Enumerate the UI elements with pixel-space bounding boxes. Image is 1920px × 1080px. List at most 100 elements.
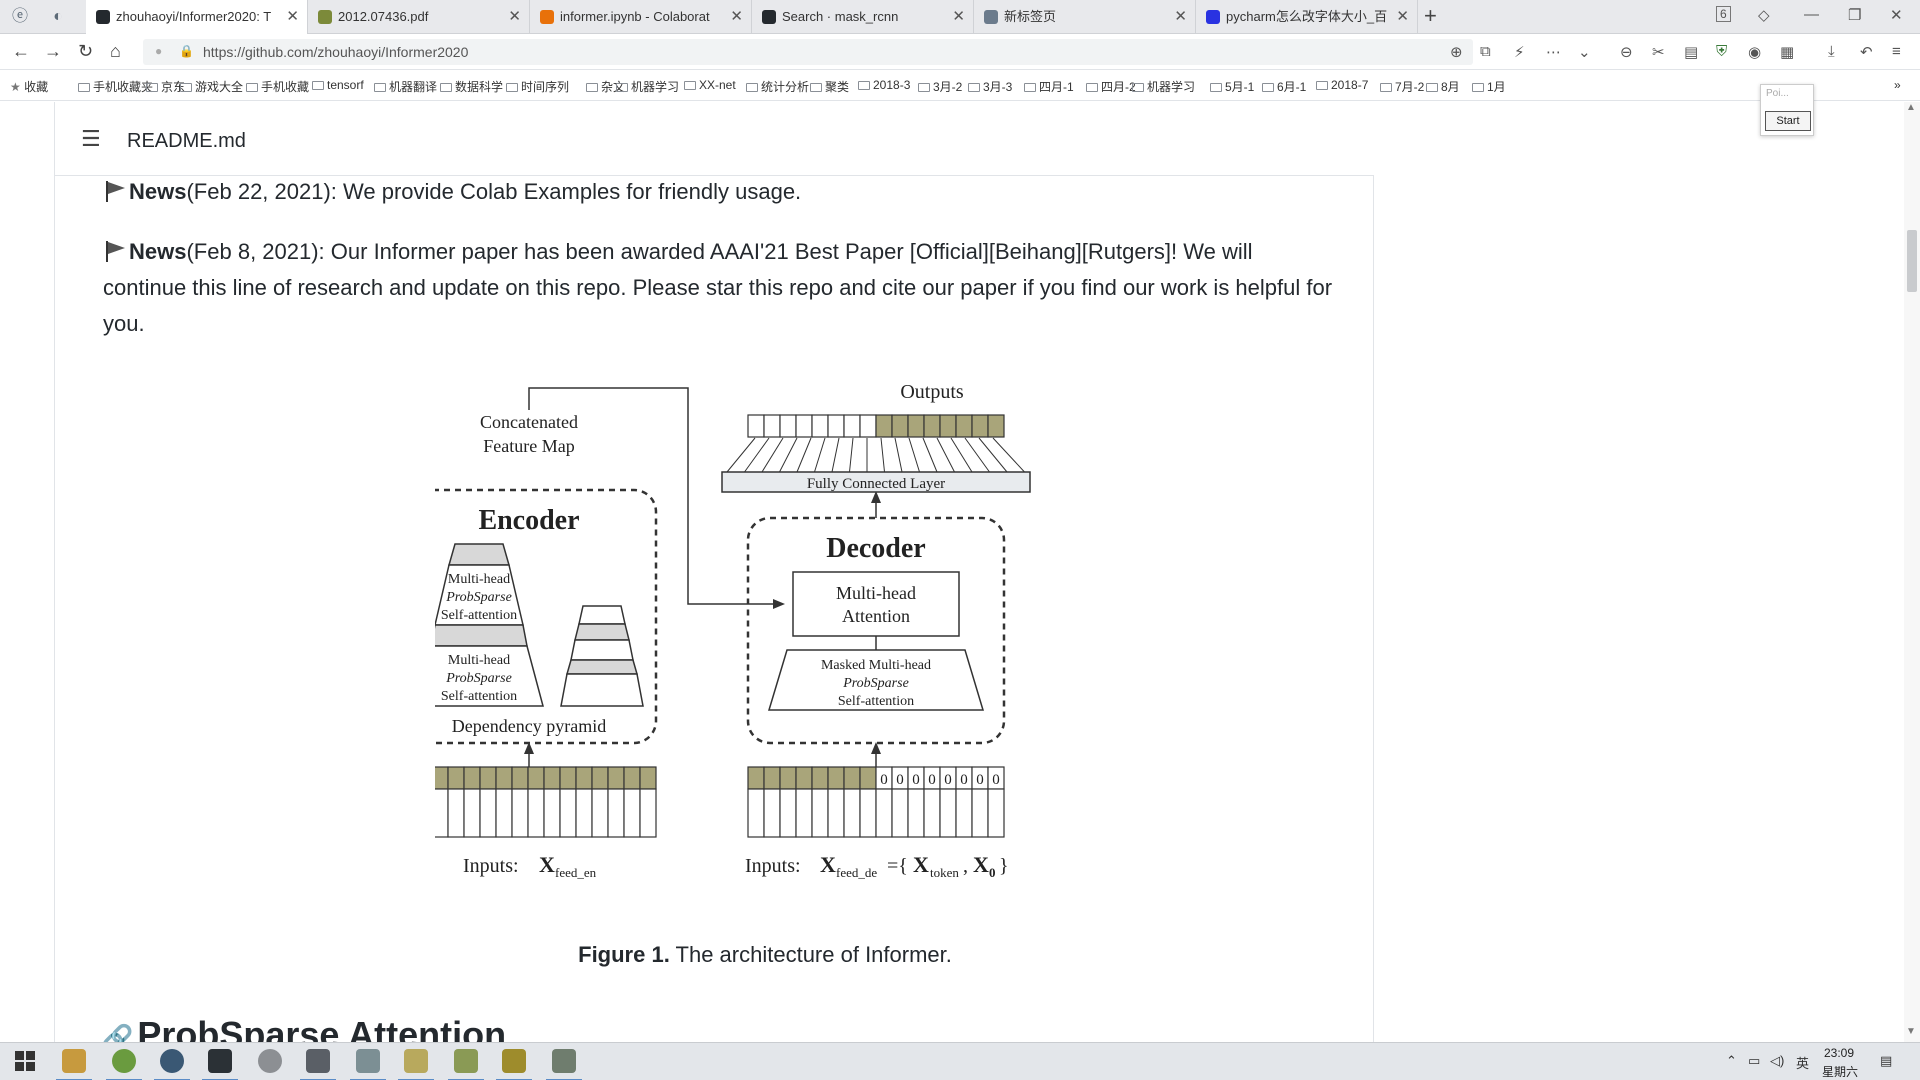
tab-close-icon[interactable]: ✕: [1396, 8, 1409, 25]
tab[interactable]: Search · mask_rcnn✕: [752, 0, 974, 34]
gamepad-icon[interactable]: ◉: [1748, 44, 1762, 61]
clock-day[interactable]: 星期六: [1822, 1065, 1859, 1079]
output-cell-empty: [827, 414, 845, 438]
scissors-icon[interactable]: ✂: [1652, 44, 1665, 61]
network-icon[interactable]: ▭: [1748, 1053, 1761, 1068]
new-tab-button[interactable]: +: [1424, 3, 1437, 28]
notification-icon[interactable]: ▤: [1880, 1053, 1893, 1068]
tab-close-icon[interactable]: ✕: [952, 8, 965, 25]
reader-icon[interactable]: ▤: [1684, 44, 1699, 61]
bookmark-item[interactable]: tensorf: [312, 78, 364, 92]
tab[interactable]: 新标签页✕: [974, 0, 1196, 34]
bookmark-label: 2018-7: [1331, 78, 1369, 92]
bookmark-item[interactable]: 四月-2: [1086, 78, 1136, 95]
bookmark-item[interactable]: ★ 收藏: [10, 78, 48, 95]
page-scrollbar[interactable]: [1904, 102, 1920, 1042]
forward-button[interactable]: →: [44, 41, 62, 61]
tab[interactable]: informer.ipynb - Colaborat✕: [530, 0, 752, 34]
360-browser-icon[interactable]: [106, 1049, 142, 1080]
restore-button[interactable]: ❐: [1848, 7, 1862, 24]
undo-icon[interactable]: ↶: [1860, 44, 1873, 61]
reload-button[interactable]: ↻: [78, 41, 94, 61]
notepad-icon[interactable]: [448, 1049, 484, 1080]
bookmark-item[interactable]: 京东: [146, 78, 185, 95]
folder-icon: [918, 83, 930, 92]
ime-indicator[interactable]: 英: [1796, 1056, 1810, 1071]
adblock-icon[interactable]: ⊖: [1620, 44, 1633, 61]
tab-close-icon[interactable]: ✕: [730, 8, 743, 25]
clock-time[interactable]: 23:09: [1824, 1046, 1855, 1060]
bookmark-item[interactable]: XX-net: [684, 78, 736, 92]
skin-icon[interactable]: ◇: [1758, 7, 1770, 24]
shield-icon[interactable]: ⛨: [1716, 43, 1728, 60]
scroll-up-icon[interactable]: ▲: [1906, 102, 1916, 113]
tab[interactable]: pycharm怎么改字体大小_百✕: [1196, 0, 1418, 34]
zero-placeholder: 0: [928, 772, 936, 788]
bookmark-item[interactable]: 6月-1: [1262, 78, 1306, 95]
sidebar-toggle-icon[interactable]: ◐: [53, 8, 63, 25]
bookmark-item[interactable]: 7月-2: [1380, 78, 1424, 95]
tab-close-icon[interactable]: ✕: [508, 8, 521, 25]
back-button[interactable]: ←: [12, 41, 30, 61]
volume-icon[interactable]: ◁): [1770, 1053, 1785, 1068]
start-button[interactable]: Start: [1765, 111, 1811, 131]
tab-close-icon[interactable]: ✕: [1174, 8, 1187, 25]
site-info-icon[interactable]: ●: [155, 44, 163, 58]
bookmarks-overflow-icon[interactable]: »: [1894, 78, 1901, 92]
chevron-down-icon[interactable]: ⌄: [1578, 44, 1591, 61]
tab-counter[interactable]: 6: [1716, 6, 1731, 22]
word-icon[interactable]: [496, 1049, 532, 1080]
bookmark-item[interactable]: 聚类: [810, 78, 849, 95]
tab[interactable]: 2012.07436.pdf✕: [308, 0, 530, 34]
scroll-down-icon[interactable]: ▼: [1906, 1026, 1916, 1037]
menu-icon[interactable]: ≡: [1892, 43, 1901, 60]
snipping-tool-icon[interactable]: [546, 1049, 582, 1080]
address-bar[interactable]: ● 🔒 https://github.com/zhouhaoyi/Informe…: [143, 39, 1473, 65]
edge-icon[interactable]: [154, 1049, 190, 1080]
bookmark-item[interactable]: 统计分析: [746, 78, 809, 95]
close-window-button[interactable]: ✕: [1890, 7, 1903, 24]
pycharm-icon[interactable]: [300, 1049, 336, 1080]
list-icon[interactable]: ☰: [81, 126, 101, 151]
download-icon[interactable]: ⤓: [1828, 43, 1835, 60]
bookmark-item[interactable]: 机器翻译: [374, 78, 437, 95]
bookmark-item[interactable]: 游戏大全: [180, 78, 243, 95]
tray-expand-icon[interactable]: ⌃: [1726, 1053, 1737, 1068]
bookmark-item[interactable]: 数据科学: [440, 78, 503, 95]
bookmark-item[interactable]: 8月: [1426, 78, 1460, 95]
bookmark-item[interactable]: 5月-1: [1210, 78, 1254, 95]
browser-logo-icon[interactable]: ⓔ: [11, 8, 28, 25]
bookmark-item[interactable]: 手机收藏夹: [78, 78, 153, 95]
bookmark-item[interactable]: 3月-3: [968, 78, 1012, 95]
bookmark-item[interactable]: 1月: [1472, 78, 1506, 95]
bookmark-item[interactable]: 机器学习: [616, 78, 679, 95]
url-text[interactable]: https://github.com/zhouhaoyi/Informer202…: [203, 44, 469, 60]
bookmark-item[interactable]: 2018-7: [1316, 78, 1368, 92]
lightning-icon[interactable]: ⚡: [1514, 44, 1525, 61]
decoder-input-column: [923, 788, 941, 838]
translate-icon[interactable]: ⧉: [1480, 43, 1491, 60]
baidu-icon: [1206, 10, 1220, 24]
bookmark-item[interactable]: 手机收藏: [246, 78, 309, 95]
terminal-icon[interactable]: [350, 1049, 386, 1080]
bookmark-item[interactable]: 3月-2: [918, 78, 962, 95]
steam-icon[interactable]: [258, 1049, 282, 1073]
bookmark-item[interactable]: 时间序列: [506, 78, 569, 95]
tab[interactable]: zhouhaoyi/Informer2020: T✕: [86, 0, 308, 34]
zoom-icon[interactable]: ⊕: [1450, 44, 1463, 61]
typora-icon[interactable]: [202, 1049, 238, 1080]
windows-start-icon[interactable]: [14, 1050, 36, 1072]
scrollbar-thumb[interactable]: [1907, 230, 1917, 292]
apps-grid-icon[interactable]: ▦: [1780, 44, 1795, 61]
bookmark-item[interactable]: 2018-3: [858, 78, 910, 92]
link-icon[interactable]: 🔗: [101, 1023, 134, 1042]
more-icon[interactable]: ⋯: [1546, 44, 1561, 61]
home-button[interactable]: ⌂: [110, 41, 121, 61]
tab-close-icon[interactable]: ✕: [286, 8, 299, 25]
notes-icon[interactable]: [398, 1049, 434, 1080]
bookmark-item[interactable]: 机器学习: [1132, 78, 1195, 95]
minimize-button[interactable]: —: [1804, 6, 1819, 23]
bookmark-item[interactable]: 四月-1: [1024, 78, 1074, 95]
file-explorer-icon[interactable]: [56, 1049, 92, 1080]
encoder-input-subscript: feed_en: [555, 865, 597, 880]
